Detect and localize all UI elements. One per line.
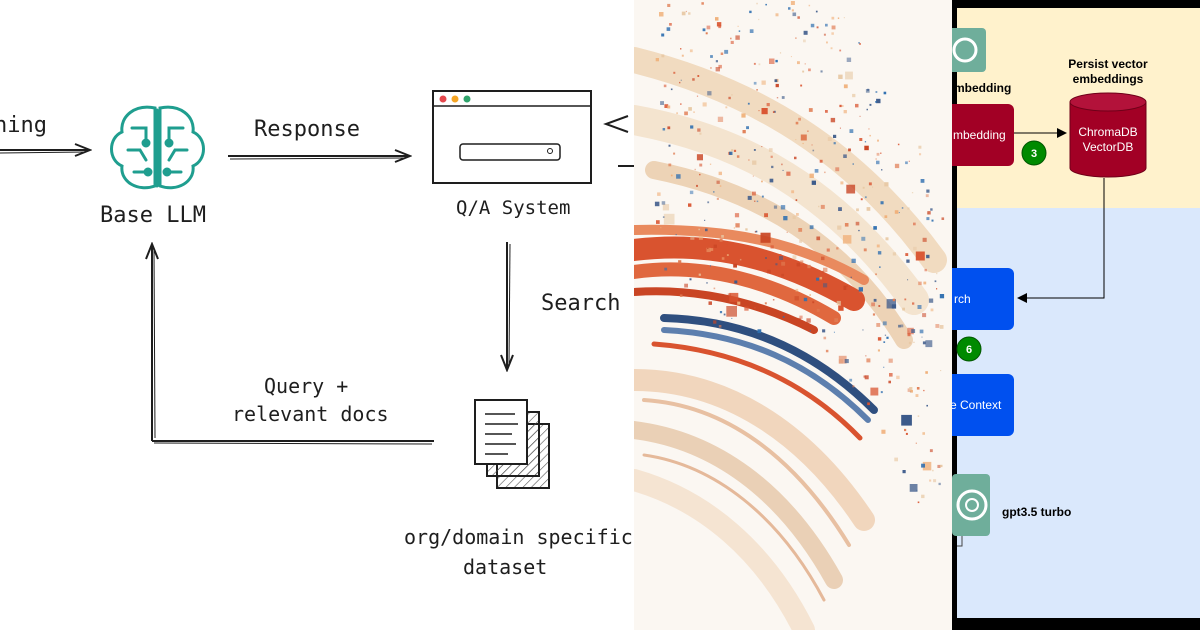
close-dot-icon — [439, 95, 447, 103]
search-box — [952, 268, 1014, 330]
search-label: Search — [541, 291, 620, 316]
gpt-connector — [957, 536, 963, 547]
particle-swirl-image — [634, 0, 952, 630]
embedding-box-label: mbedding — [953, 128, 1006, 142]
minimize-dot-icon — [451, 95, 459, 103]
step-3-label: 3 — [1031, 148, 1037, 160]
query-label-line2: relevant docs — [232, 402, 389, 426]
search-icon — [547, 148, 553, 154]
gpt-icon — [952, 474, 990, 536]
qa-system-window — [432, 90, 592, 184]
llm-label: gpt3.5 turbo — [1002, 505, 1071, 519]
abstract-artwork — [634, 0, 952, 630]
rag-sketch-diagram: ning Base LLM Response Q/A System — [0, 90, 634, 579]
qa-search-bar — [459, 143, 561, 161]
query-connector — [1017, 178, 1105, 303]
qa-system-label: Q/A System — [456, 197, 570, 219]
embedding-header: mbedding — [954, 81, 1011, 95]
response-arrow — [228, 156, 410, 159]
query-label-line1: Query + — [264, 374, 348, 398]
base-llm-label: Base LLM — [100, 203, 206, 228]
chromadb-rag-diagram: mbedding mbedding Persist vector embeddi… — [952, 0, 1200, 630]
embedding-box — [952, 104, 1014, 166]
maximize-dot-icon — [463, 95, 471, 103]
brain-icon — [110, 105, 205, 190]
db-label-line2: VectorDB — [1083, 140, 1134, 154]
query-return-arrow — [152, 244, 434, 445]
incoming-label: ning — [0, 113, 47, 138]
dataset-label-line1: org/domain specific — [404, 525, 633, 549]
incoming-arrow — [0, 150, 90, 153]
documents-icon — [474, 399, 550, 489]
search-to-context-line — [952, 361, 956, 373]
openai-icon — [952, 28, 986, 72]
context-box-label: e Context — [952, 398, 1002, 412]
persist-label-line2: embeddings — [1073, 72, 1144, 86]
db-label-line1: ChromaDB — [1078, 125, 1137, 139]
step-3-badge — [1021, 140, 1047, 166]
persist-label-line1: Persist vector — [1068, 57, 1148, 71]
search-box-label: rch — [954, 292, 971, 306]
right-incoming-arrow — [603, 115, 629, 133]
step-6-badge — [956, 336, 982, 362]
step-6-label: 6 — [966, 344, 972, 356]
response-label: Response — [254, 117, 360, 142]
context-box — [952, 374, 1014, 436]
dataset-label-line2: dataset — [463, 555, 547, 579]
chromadb-cylinder-icon — [1069, 92, 1147, 178]
search-arrow — [507, 242, 510, 370]
